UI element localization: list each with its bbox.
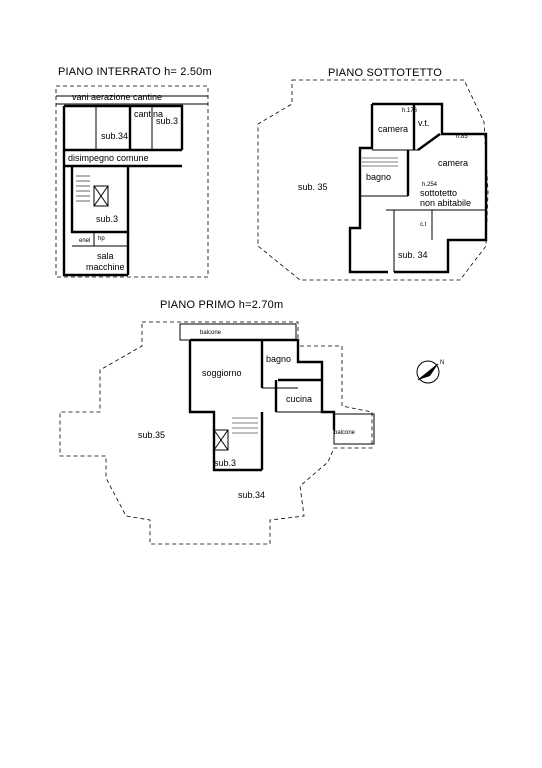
attic-h1-label: h.176 <box>402 108 418 114</box>
attic-east-wall <box>372 102 488 274</box>
attic-sub35-label: sub. 35 <box>298 182 328 192</box>
basement-hp-label: hp <box>98 236 105 242</box>
first-floor-cucina-label: cucina <box>286 394 312 404</box>
first-floor-balcone-right-label: balcone <box>334 430 356 436</box>
first-floor-title: PIANO PRIMO h=2.70m <box>160 299 283 311</box>
basement-boundary <box>55 85 209 278</box>
attic-sub34-label: sub. 34 <box>398 250 428 260</box>
basement-plan: PIANO INTERRATO h= 2.50m vani aerazione … <box>55 66 212 278</box>
basement-north-wall <box>64 104 184 150</box>
attic-h3-label: h.254 <box>422 182 438 188</box>
basement-cantina-label: cantina <box>134 109 163 119</box>
first-floor-sub35-label: sub.35 <box>138 430 165 440</box>
basement-macchine-label: macchine <box>86 262 125 272</box>
attic-non-abitabile-label: non abitabile <box>420 198 471 208</box>
first-floor-north-east-wall <box>190 338 336 430</box>
basement-disimpegno-label: disimpegno comune <box>68 153 149 163</box>
first-floor-balcony-right <box>333 413 375 445</box>
basement-sub3-label: sub.3 <box>96 214 118 224</box>
attic-ct-label: c.t <box>420 222 427 228</box>
attic-camera1-label: camera <box>378 124 408 134</box>
basement-lift <box>93 185 109 207</box>
compass-north-label: N <box>440 360 444 366</box>
basement-vani-label: vani aerazione cantine <box>72 92 162 102</box>
first-floor-west-wall <box>188 340 262 472</box>
basement-sala-label: sala <box>97 251 114 261</box>
first-floor-outline <box>59 321 373 545</box>
attic-bagno-label: bagno <box>366 172 391 182</box>
first-floor-lift <box>213 429 229 451</box>
attic-h2-label: h.85 <box>456 134 468 140</box>
attic-sottotetto-label: sottotetto <box>420 188 457 198</box>
first-floor-plan: PIANO PRIMO h=2.70m balcone bagno soggio… <box>59 299 375 545</box>
attic-camera2-label: camera <box>438 158 468 168</box>
first-floor-balcone-top-label: balcone <box>200 330 222 336</box>
attic-west-wall <box>348 104 388 274</box>
basement-west-wall <box>62 106 128 277</box>
first-floor-sub34-label: sub.34 <box>238 490 265 500</box>
basement-title: PIANO INTERRATO h= 2.50m <box>58 66 212 78</box>
basement-sub3-top-label: sub.3 <box>156 116 178 126</box>
first-floor-soggiorno-label: soggiorno <box>202 368 242 378</box>
basement-enel-label: enel <box>79 238 90 244</box>
attic-vt-label: v.t. <box>418 118 429 128</box>
first-floor-bagno-label: bagno <box>266 354 291 364</box>
basement-sub34-label: sub.34 <box>101 131 128 141</box>
attic-roof-outline <box>257 79 489 281</box>
first-floor-balcony-top <box>179 323 297 341</box>
first-floor-sub3-label: sub.3 <box>214 458 236 468</box>
attic-title: PIANO SOTTOTETTO <box>328 67 442 79</box>
attic-plan: PIANO SOTTOTETTO h.176 h.85 h.254 camera… <box>257 67 489 281</box>
compass-icon: N <box>416 360 444 384</box>
